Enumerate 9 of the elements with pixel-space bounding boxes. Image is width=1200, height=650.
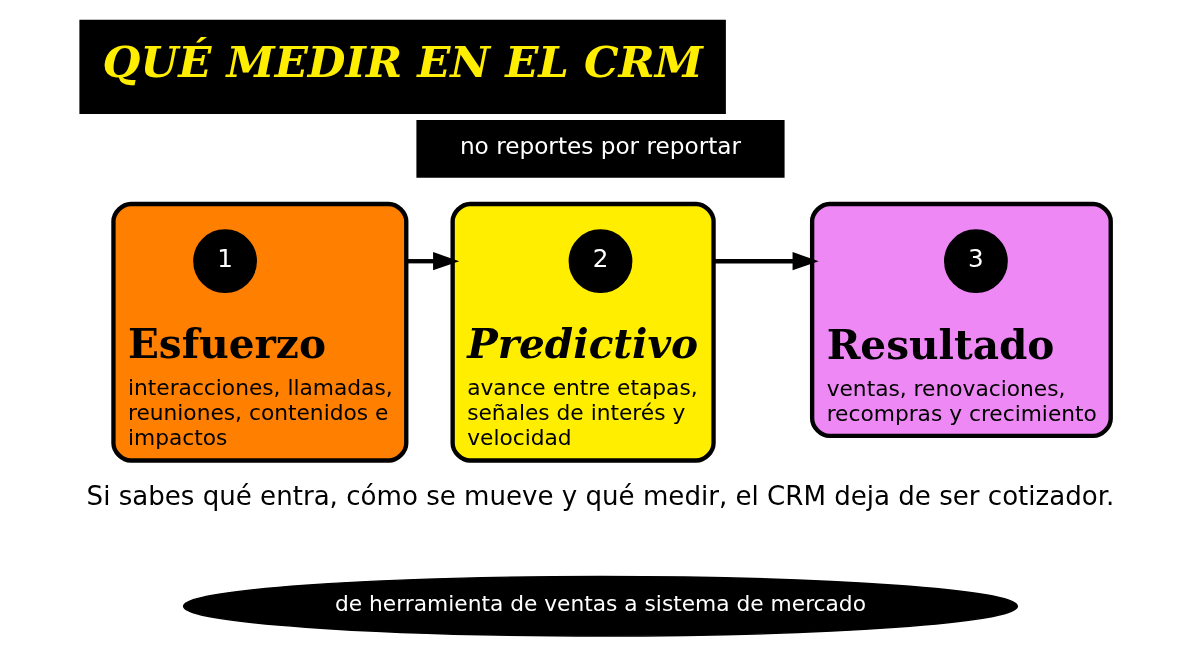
node-circle: 1 bbox=[192, 229, 257, 294]
node-ellipse: de herramienta de ventas a sistema de mercado bbox=[182, 575, 1018, 637]
node-circle: 2 bbox=[568, 229, 632, 294]
arrow bbox=[405, 252, 459, 271]
label: no reportes por reportar bbox=[459, 132, 741, 160]
node-circle: 3 bbox=[943, 229, 1008, 294]
label: Si sabes qué entra, cómo se mueve y qué medir, el CRM deja de ser cotizador. bbox=[86, 480, 1114, 511]
arrow bbox=[713, 252, 819, 271]
diagram-title: QUÉ MEDIR EN EL CRM bbox=[102, 36, 703, 88]
